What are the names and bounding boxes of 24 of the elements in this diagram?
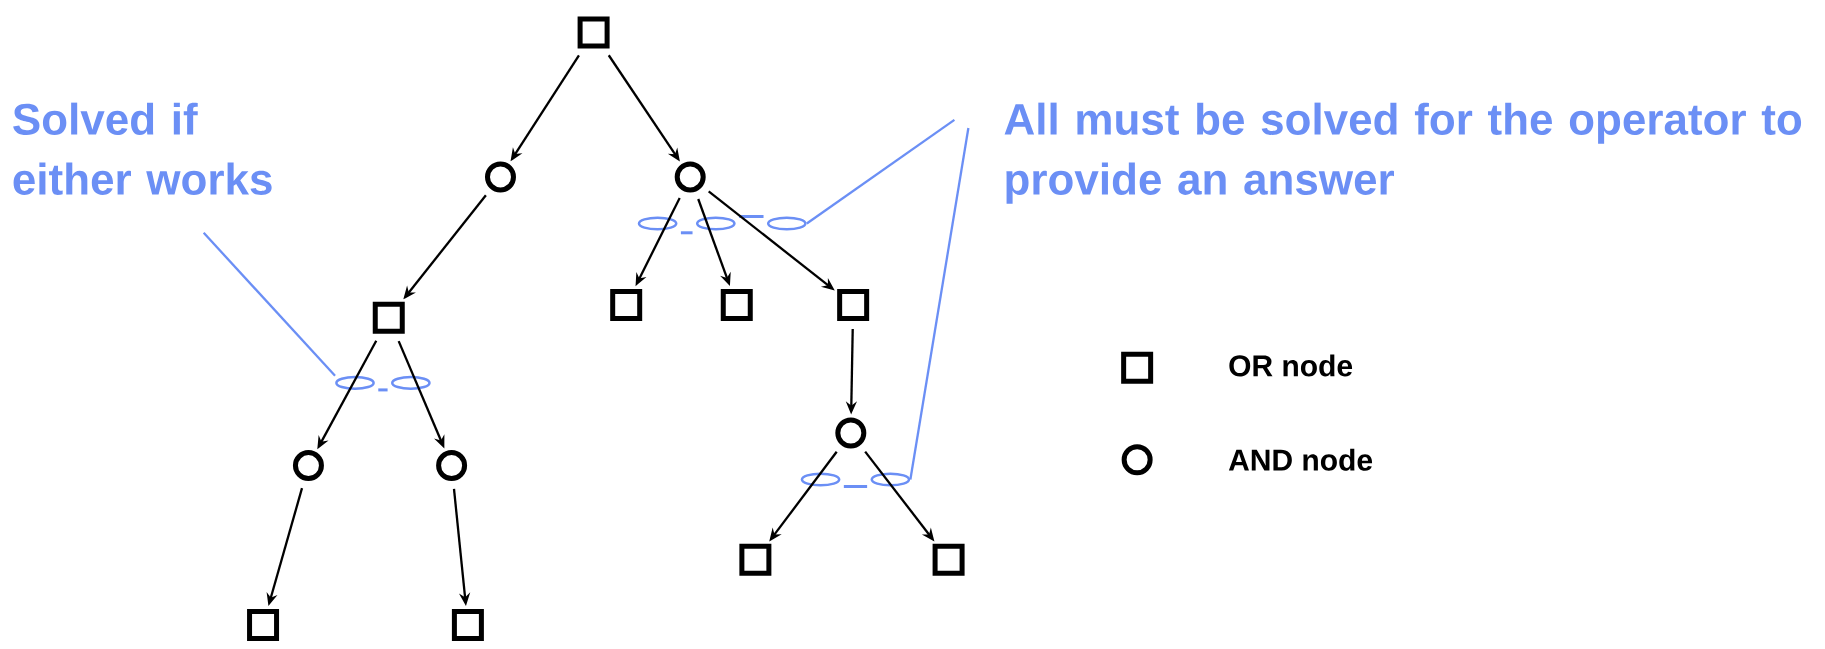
or-node-square (610, 288, 643, 321)
or-node-square (577, 16, 610, 49)
or-node-square (451, 608, 484, 641)
leader-line (202, 231, 336, 377)
and-node-circle (485, 161, 516, 193)
and-node-circle (436, 449, 468, 481)
or-node-square (739, 543, 772, 576)
leader-line (806, 118, 956, 225)
or-node-square (837, 288, 870, 321)
legend-label: OR node (1229, 354, 1353, 377)
and-arc-marker (637, 214, 807, 235)
and-arc-marker (800, 472, 911, 488)
or-node-square (247, 608, 280, 641)
and-node-circle (292, 449, 324, 481)
or-node-square (932, 543, 965, 576)
legend-label: AND node (1228, 448, 1373, 471)
and-node-circle (835, 417, 867, 449)
annotation-text: All must be solved for the operator to provide an answer (1004, 102, 1802, 204)
or-node-square (720, 288, 753, 321)
and-arc-marker (335, 375, 431, 392)
annotation-text: Solved if either works (13, 102, 272, 195)
leader-line (909, 127, 970, 480)
and-node-circle (674, 161, 706, 193)
or-node-square (372, 301, 405, 334)
